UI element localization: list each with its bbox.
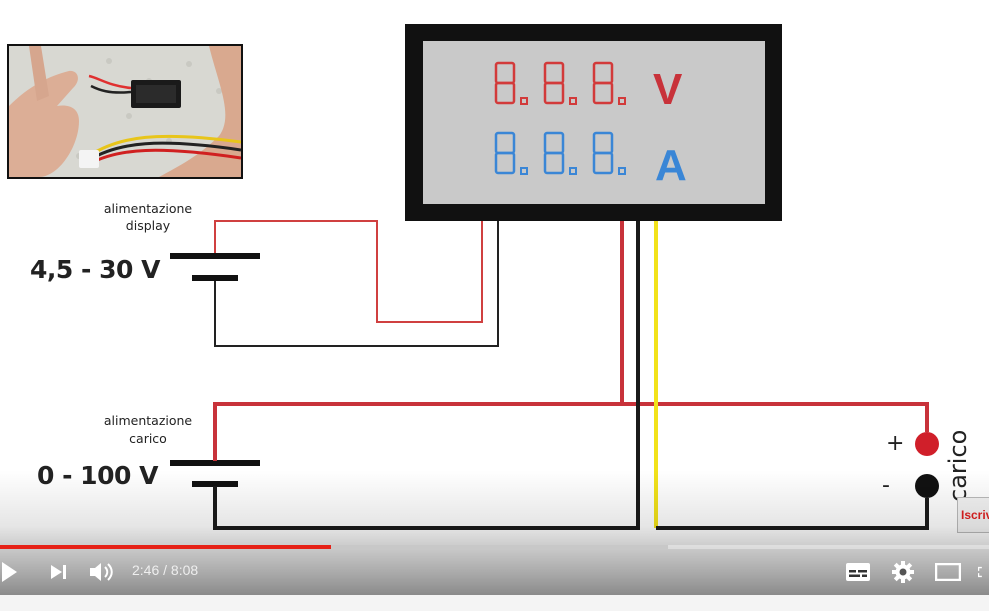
play-icon — [2, 562, 17, 582]
supply-display-range: 4,5 - 30 V — [30, 255, 161, 284]
settings-icon — [892, 561, 914, 583]
progress-played — [0, 545, 332, 549]
display-positive-wire — [214, 220, 483, 323]
load-label: carico — [944, 430, 972, 502]
load-return-wire — [656, 498, 929, 530]
progress-bar[interactable] — [0, 545, 989, 549]
load-plus-sign: + — [886, 431, 904, 456]
load-minus-sign: - — [882, 473, 890, 498]
volume-icon — [90, 563, 113, 581]
supply-load-label-line2: carico — [129, 431, 167, 446]
progress-buffered — [0, 545, 668, 549]
time-separator: / — [159, 562, 171, 578]
settings-button[interactable] — [888, 557, 918, 587]
volt-digits — [494, 61, 626, 105]
subtitles-button[interactable] — [843, 557, 873, 587]
subscribe-button[interactable]: Iscriviti — [957, 497, 989, 533]
display-negative-wire — [214, 221, 499, 347]
fullscreen-icon — [978, 566, 982, 578]
theater-mode-button[interactable] — [932, 557, 964, 587]
page-below-player — [0, 595, 989, 611]
amp-unit: A — [655, 141, 687, 190]
time-display: 2:46 / 8:08 — [132, 562, 198, 578]
supply-load-range: 0 - 100 V — [37, 461, 159, 490]
next-button[interactable] — [46, 557, 72, 587]
time-current: 2:46 — [132, 562, 160, 578]
inset-photo — [7, 44, 243, 179]
supply-display-label-line2: display — [126, 218, 171, 233]
supply-load-label-line1: alimentazione — [104, 413, 193, 428]
load-positive-terminal — [915, 432, 939, 456]
load-red-wire-left — [213, 221, 624, 461]
supply-display-label-line1: alimentazione — [104, 201, 193, 216]
volume-button[interactable] — [86, 557, 118, 587]
amp-digits — [494, 131, 626, 175]
volt-unit: V — [653, 65, 683, 114]
time-total: 8:08 — [170, 562, 199, 578]
load-black-wire — [213, 221, 640, 530]
fullscreen-button[interactable] — [978, 557, 989, 587]
play-button[interactable] — [0, 557, 22, 587]
load-negative-terminal — [915, 474, 939, 498]
subtitles-icon — [846, 563, 870, 581]
load-red-wire-right — [622, 402, 929, 432]
next-icon — [51, 565, 66, 579]
theater-icon — [935, 563, 961, 581]
